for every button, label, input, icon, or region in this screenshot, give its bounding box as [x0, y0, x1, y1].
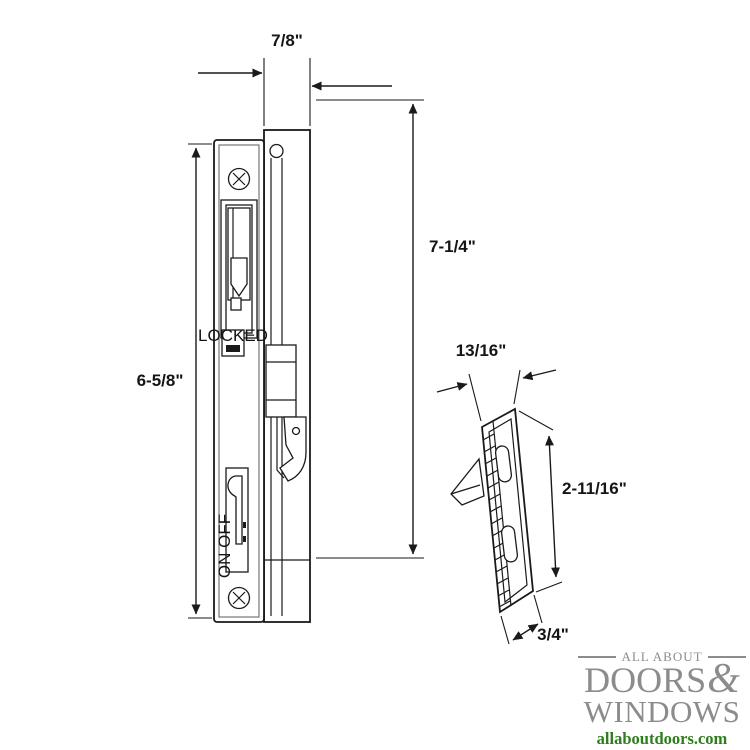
- locked-label: LOCKED: [198, 326, 268, 345]
- finger-pull-recess: [220, 199, 258, 339]
- spring-pin-cap: [269, 143, 284, 159]
- keeper-serrations: [482, 433, 511, 608]
- keeper-slot-bottom: [500, 525, 519, 563]
- handle-front-view: LOCKED ON OFF: [198, 139, 268, 623]
- handle-side-view: [263, 129, 311, 623]
- lock-toggle: ON OFF: [215, 467, 249, 578]
- hook-pivot: [291, 426, 301, 436]
- dimension-lines: 7/8" 7-1/4" 6-5/8" 13/16" 2-11/16": [137, 31, 627, 645]
- logo-website: allaboutdoors.com: [596, 728, 728, 748]
- keeper-wedge: [450, 457, 485, 506]
- dim-overall-height-label: 7-1/4": [429, 237, 476, 256]
- keeper-slot-top: [494, 445, 513, 483]
- keeper: [450, 407, 534, 614]
- locked-indicator: LOCKED: [198, 326, 268, 357]
- toggle-lever: [227, 475, 243, 545]
- dim-keeper-height-label: 2-11/16": [562, 479, 627, 498]
- dim-plate-height-label: 6-5/8": [137, 371, 184, 390]
- bottom-screw: [227, 586, 251, 610]
- onoff-label: ON OFF: [215, 514, 234, 578]
- logo-tagline: ALL ABOUT: [621, 649, 703, 664]
- logo-rule-right: [707, 655, 747, 658]
- faceplate-inner-edge: [218, 144, 260, 618]
- top-screw: [227, 167, 251, 191]
- dim-top-width-label: 7/8": [271, 31, 303, 50]
- logo-rule-left: [578, 655, 617, 658]
- dim-keeper-width-label: 13/16": [456, 341, 507, 360]
- logo-windows-text: WINDOWS: [583, 694, 741, 730]
- logo-tagline-row: ALL ABOUT: [578, 649, 747, 664]
- dim-keeper-depth-label: 3/4": [537, 625, 569, 644]
- lock-body: [265, 344, 297, 418]
- keeper-plate: [481, 407, 534, 614]
- logo-ampersand: &: [707, 656, 740, 702]
- logo-doors-text: DOORS: [584, 660, 707, 700]
- pull-latch-tab: [230, 257, 248, 298]
- logo-doors-row: DOORS &: [578, 656, 746, 702]
- brand-logo: ALL ABOUT DOORS & WINDOWS allaboutdoors.…: [578, 649, 747, 748]
